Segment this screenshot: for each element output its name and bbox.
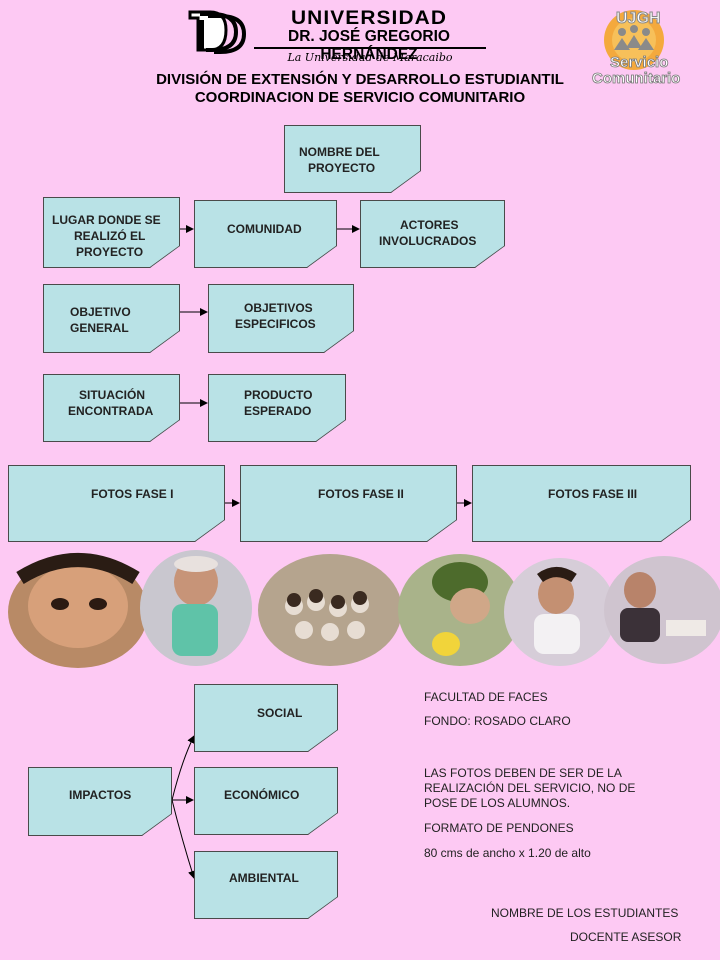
box-outline <box>240 465 457 542</box>
label-obj-especificos-l2: ESPECIFICOS <box>235 317 316 331</box>
label-situacion-l1: SITUACIÓN <box>79 388 145 402</box>
box-fotos-fase-1 <box>8 465 225 542</box>
box-lugar <box>43 197 180 268</box>
note-fotos-l1: LAS FOTOS DEBEN DE SER DE LA <box>424 766 622 780</box>
photo-students-table <box>604 556 720 664</box>
photo-girl-craft <box>140 550 252 666</box>
box-outline <box>360 200 505 268</box>
box-social <box>194 684 338 752</box>
label-actores-l2: INVOLUCRADOS <box>379 234 477 248</box>
box-outline <box>208 374 346 442</box>
label-social: SOCIAL <box>257 706 303 720</box>
box-fotos-fase-3 <box>472 465 691 542</box>
note-fondo: FONDO: ROSADO CLARO <box>424 714 571 728</box>
badge-label-1: Servicio <box>610 54 669 72</box>
label-obj-general-l2: GENERAL <box>70 321 129 335</box>
box-outline <box>194 767 338 835</box>
badge-acronym: UJGH <box>615 10 661 28</box>
coordination-title: COORDINACION DE SERVICIO COMUNITARIO <box>194 89 526 106</box>
label-economico: ECONÓMICO <box>224 788 300 802</box>
box-producto <box>208 374 346 442</box>
box-economico <box>194 767 338 835</box>
note-fotos-l3: POSE DE LOS ALUMNOS. <box>424 796 571 810</box>
label-fotos-2: FOTOS FASE II <box>318 487 404 501</box>
note-facultad: FACULTAD DE FACES <box>424 690 548 704</box>
division-title: DIVISIÓN DE EXTENSIÓN Y DESARROLLO ESTUD… <box>156 71 564 88</box>
label-actores-l1: ACTORES <box>400 218 459 232</box>
label-lugar-l2: REALIZÓ EL <box>74 229 146 243</box>
servicio-comunitario-badge: UJGH Servicio Comunitario <box>590 4 686 92</box>
box-objetivos-especificos <box>208 284 354 353</box>
box-fotos-fase-2 <box>240 465 457 542</box>
box-outline <box>43 284 180 353</box>
label-lugar-l3: PROYECTO <box>76 245 144 259</box>
university-fullname: DR. JOSÉ GREGORIO HERNÁNDEZ <box>288 28 450 63</box>
box-actores <box>360 200 505 268</box>
photo-classroom-children <box>258 554 402 666</box>
box-comunidad <box>194 200 337 268</box>
box-situacion <box>43 374 180 442</box>
box-outline <box>43 374 180 442</box>
box-outline <box>8 465 225 542</box>
note-docente: DOCENTE ASESOR <box>570 930 682 944</box>
label-lugar-l1: LUGAR DONDE SE <box>52 213 161 227</box>
badge-label-2: Comunitario <box>592 70 681 88</box>
photo-activity-fruit <box>398 554 522 666</box>
box-outline <box>194 684 338 752</box>
university-name: UNIVERSIDAD <box>290 8 448 29</box>
label-obj-especificos-l1: OBJETIVOS <box>244 301 313 315</box>
box-objetivo-general <box>43 284 180 353</box>
label-nombre-l2: PROYECTO <box>308 161 376 175</box>
community-people-icon <box>604 10 664 70</box>
box-outline <box>43 197 180 268</box>
photo-strip <box>8 550 720 668</box>
box-outline <box>194 200 337 268</box>
box-ambiental <box>194 851 338 919</box>
note-formato: FORMATO DE PENDONES <box>424 821 574 835</box>
label-impactos: IMPACTOS <box>69 788 132 802</box>
logo-divider <box>254 47 486 49</box>
label-obj-general-l1: OBJETIVO <box>70 305 131 319</box>
box-outline <box>208 284 354 353</box>
photo-child-face <box>8 553 148 668</box>
label-producto-l2: ESPERADO <box>244 404 312 418</box>
university-logo-icon <box>188 10 247 54</box>
box-outline <box>284 125 421 193</box>
box-outline <box>472 465 691 542</box>
note-medidas: 80 cms de ancho x 1.20 de alto <box>424 846 591 860</box>
box-outline <box>28 767 172 836</box>
label-comunidad: COMUNIDAD <box>227 222 302 236</box>
label-situacion-l2: ENCONTRADA <box>68 404 154 418</box>
box-impactos <box>28 767 172 836</box>
photo-boy-working <box>504 558 616 666</box>
label-nombre-l1: NOMBRE DEL <box>299 145 380 159</box>
university-tagline: La Universidad de Maracaibo <box>287 51 453 64</box>
note-estudiantes: NOMBRE DE LOS ESTUDIANTES <box>491 906 679 920</box>
label-producto-l1: PRODUCTO <box>244 388 313 402</box>
note-fotos-l2: REALIZACIÓN DEL SERVICIO, NO DE <box>424 781 636 795</box>
label-fotos-1: FOTOS FASE I <box>91 487 174 501</box>
label-ambiental: AMBIENTAL <box>229 871 299 885</box>
box-outline <box>194 851 338 919</box>
box-nombre-proyecto <box>284 125 421 193</box>
label-fotos-3: FOTOS FASE III <box>548 487 638 501</box>
